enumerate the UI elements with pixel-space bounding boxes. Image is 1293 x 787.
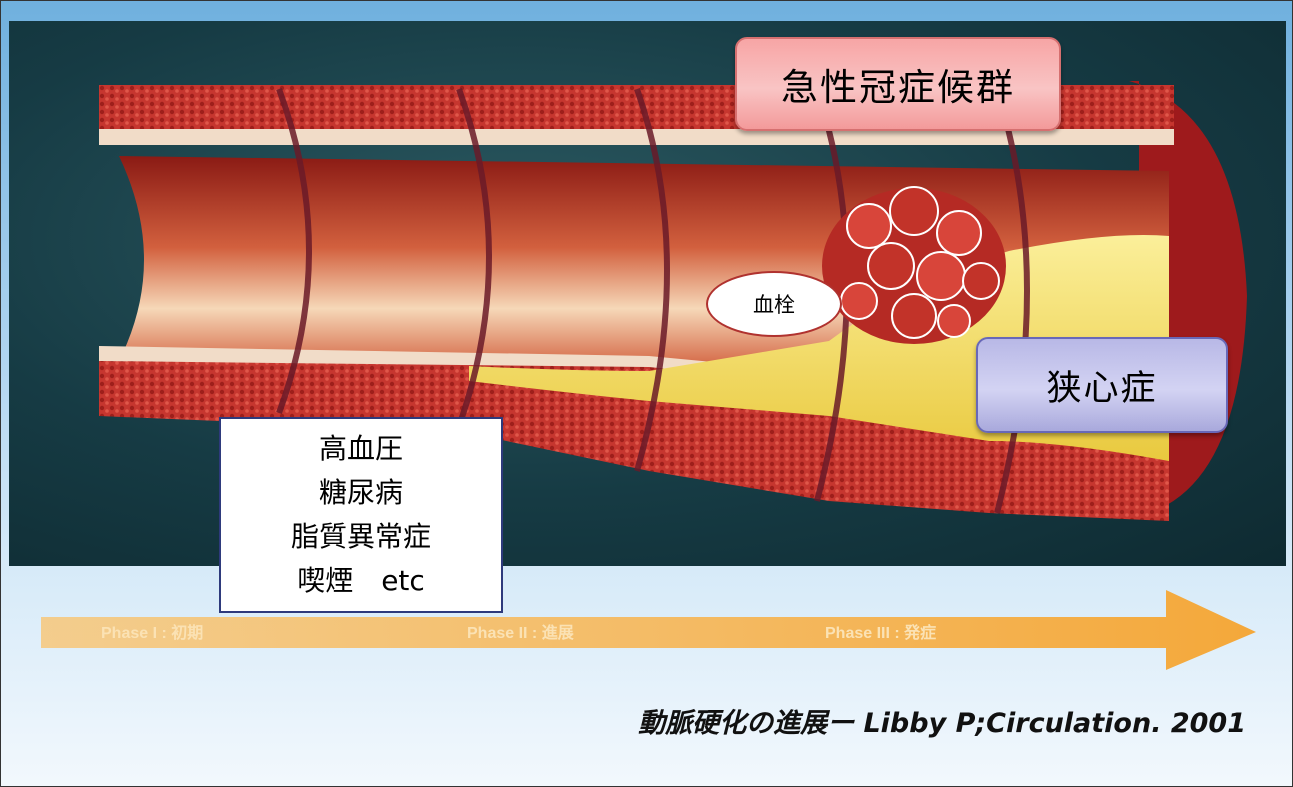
angina-label: 狭心症 xyxy=(976,337,1228,433)
phase-1-label: Phase I : 初期 xyxy=(101,619,203,643)
artery-drawing xyxy=(9,21,1286,566)
phase-2-label: Phase II : 進展 xyxy=(467,619,574,643)
citation: 動脈硬化の進展ー Libby P;Circulation. 2001 xyxy=(638,701,1246,740)
risk-factor-hypertension: 高血圧 xyxy=(319,427,403,471)
acute-coronary-syndrome-label: 急性冠症候群 xyxy=(735,37,1061,131)
risk-factor-dyslipidemia: 脂質異常症 xyxy=(291,515,431,559)
risk-factor-diabetes: 糖尿病 xyxy=(319,471,403,515)
phase-timeline-arrow xyxy=(41,590,1256,670)
artery-illustration xyxy=(9,21,1286,566)
thrombus-cluster xyxy=(822,187,1006,344)
thrombus-label: 血栓 xyxy=(706,271,842,337)
risk-factor-box: 高血圧 糖尿病 脂質異常症 喫煙 etc xyxy=(219,417,503,613)
phase-3-label: Phase III : 発症 xyxy=(825,619,936,643)
